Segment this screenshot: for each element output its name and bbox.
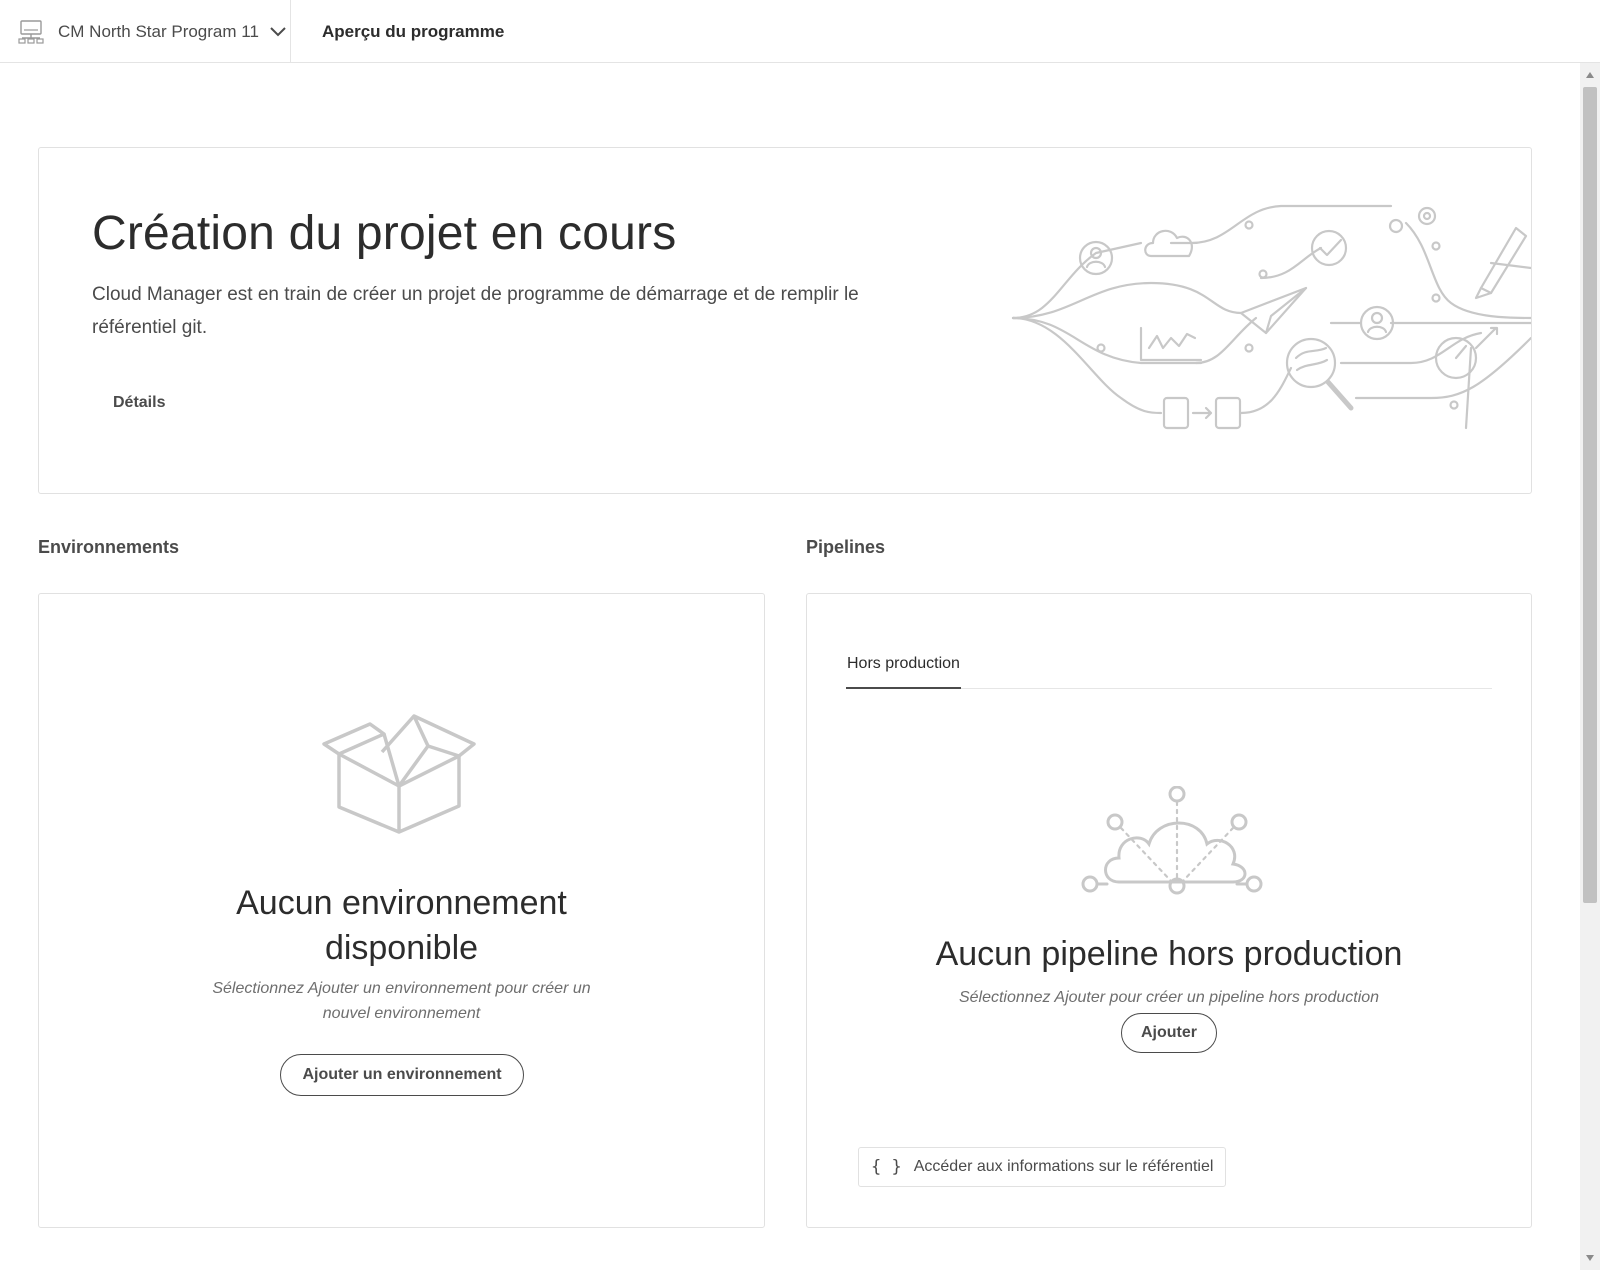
hero-title: Création du projet en cours bbox=[92, 207, 677, 260]
empty-box-icon bbox=[322, 714, 476, 834]
pipeline-tabs: Hors production bbox=[846, 640, 1492, 689]
no-pipeline-title: Aucun pipeline hors production bbox=[935, 935, 1403, 973]
no-environment-title-line2: disponible bbox=[324, 929, 479, 967]
add-pipeline-button[interactable]: Ajouter bbox=[1121, 1013, 1217, 1053]
no-environment-subtitle-line1: Sélectionnez Ajouter un environnement po… bbox=[212, 980, 591, 997]
repository-info-label: Accéder aux informations sur le référent… bbox=[913, 1158, 1214, 1175]
top-bar: CM North Star Program 11 Aperçu du progr… bbox=[0, 0, 1600, 63]
environments-heading: Environnements bbox=[38, 537, 180, 557]
scroll-up-arrow-icon[interactable] bbox=[1580, 67, 1600, 83]
chevron-down-icon bbox=[270, 26, 286, 36]
environments-card: Aucun environnement disponible Sélection… bbox=[38, 593, 765, 1228]
program-name: CM North Star Program 11 bbox=[58, 21, 259, 41]
project-creation-banner: Création du projet en cours Cloud Manage… bbox=[38, 147, 1532, 494]
no-pipeline-subtitle: Sélectionnez Ajouter pour créer un pipel… bbox=[958, 989, 1380, 1006]
scrollbar-thumb[interactable] bbox=[1583, 87, 1597, 903]
code-braces-icon: { } bbox=[871, 1157, 902, 1177]
cloud-pipeline-icon bbox=[1081, 786, 1263, 895]
pipelines-card: Hors production Aucun pipeline hors prod… bbox=[806, 593, 1532, 1228]
program-switcher[interactable]: CM North Star Program 11 bbox=[0, 0, 291, 63]
workflow-illustration-icon bbox=[1011, 204, 1531, 430]
no-environment-subtitle-line2: nouvel environnement bbox=[322, 1005, 481, 1022]
repository-info-link[interactable]: { } Accéder aux informations sur le réfé… bbox=[858, 1147, 1227, 1187]
tab-non-production[interactable]: Hors production bbox=[846, 640, 961, 689]
vertical-scrollbar[interactable] bbox=[1580, 63, 1600, 1270]
page-title: Aperçu du programme bbox=[322, 21, 505, 41]
details-button[interactable]: Détails bbox=[113, 394, 166, 411]
pipelines-heading: Pipelines bbox=[806, 537, 886, 557]
program-icon bbox=[18, 19, 44, 44]
add-environment-button[interactable]: Ajouter un environnement bbox=[280, 1054, 524, 1096]
no-environment-title-line1: Aucun environnement bbox=[236, 884, 567, 922]
scroll-down-arrow-icon[interactable] bbox=[1580, 1250, 1600, 1266]
hero-description: Cloud Manager est en train de créer un p… bbox=[92, 284, 859, 338]
